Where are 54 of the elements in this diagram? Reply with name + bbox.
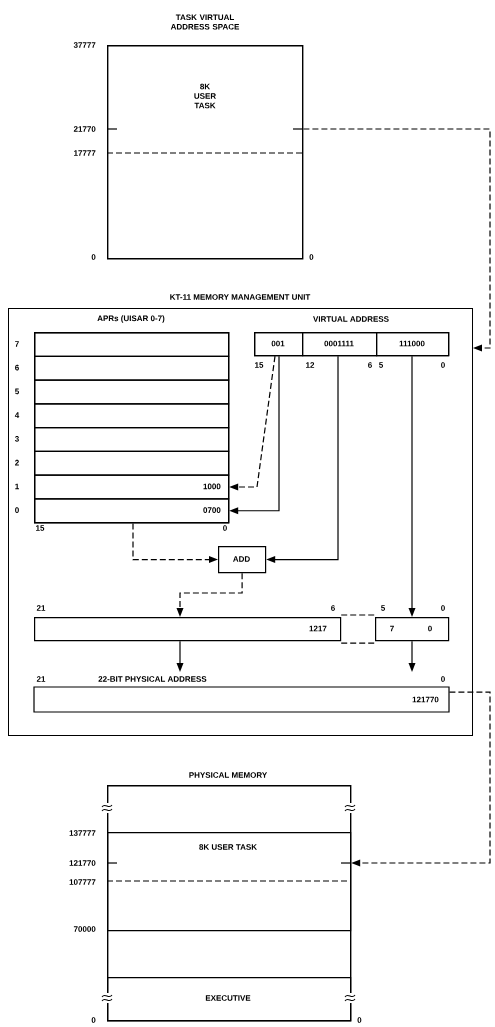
heading: TASK VIRTUAL ADDRESS SPACE (170, 14, 240, 30)
bit-number: 6 (331, 605, 335, 611)
address-field: 0001111 (302, 332, 378, 357)
arrow (408, 640, 416, 672)
address-field: 111000 (376, 332, 450, 357)
arrow (408, 355, 416, 617)
bit-number: 5 (379, 362, 383, 368)
address-value: 0 (91, 1017, 96, 1023)
register-box: 7 0 (375, 617, 450, 642)
arrow (132, 522, 218, 564)
arrow (229, 355, 276, 491)
address-value: 0 (357, 1017, 362, 1023)
arrow (266, 355, 339, 564)
bit-number: 5 (381, 605, 385, 611)
address-value: 37777 (73, 42, 96, 48)
row-number: 0 (15, 507, 19, 513)
arrow (302, 128, 491, 352)
address-field: 001 (254, 332, 304, 357)
address-value: 17777 (74, 150, 96, 156)
arrow (351, 691, 491, 867)
row-number: 3 (14, 436, 19, 442)
register-box: 1217 (34, 617, 342, 642)
address-register: 121770 (33, 686, 450, 713)
bit-number: 0 (223, 525, 227, 531)
address-value: 121770 (69, 860, 96, 866)
arrow (229, 355, 280, 515)
bit-number: 6 (368, 362, 372, 368)
memory-map-box: 8K USER TASK (107, 45, 304, 260)
heading: KT-11 MEMORY MANAGEMENT UNIT (170, 294, 311, 300)
memory-region: 8K USER TASK (107, 832, 352, 932)
address-value: 0 (309, 254, 314, 260)
bit-number: 12 (306, 362, 315, 368)
address-value: 21770 (73, 126, 96, 132)
heading: VIRTUAL ADDRESS (313, 316, 389, 322)
adder-box: ADD (218, 546, 267, 574)
address-value: 70000 (73, 926, 96, 932)
arrow (340, 614, 376, 644)
row-number: 7 (15, 341, 19, 347)
register-row: 0700 (34, 498, 230, 524)
row-number: 5 (15, 388, 19, 395)
memory-region: EXECUTIVE (107, 977, 352, 1022)
heading: APRs (UISAR 0-7) (97, 315, 165, 323)
heading: 22-BIT PHYSICAL ADDRESS (98, 676, 207, 682)
row-number: 4 (14, 412, 20, 418)
arrow (176, 572, 243, 617)
address-value: 137777 (69, 830, 96, 836)
row-number: 1 (15, 483, 19, 490)
register-row: 1000 (34, 474, 230, 500)
arrow (176, 640, 184, 672)
heading: PHYSICAL MEMORY (189, 772, 268, 778)
address-value: 107777 (69, 879, 96, 885)
row-number: 2 (15, 459, 19, 466)
row-number: 6 (15, 364, 19, 371)
address-value: 0 (91, 254, 96, 260)
